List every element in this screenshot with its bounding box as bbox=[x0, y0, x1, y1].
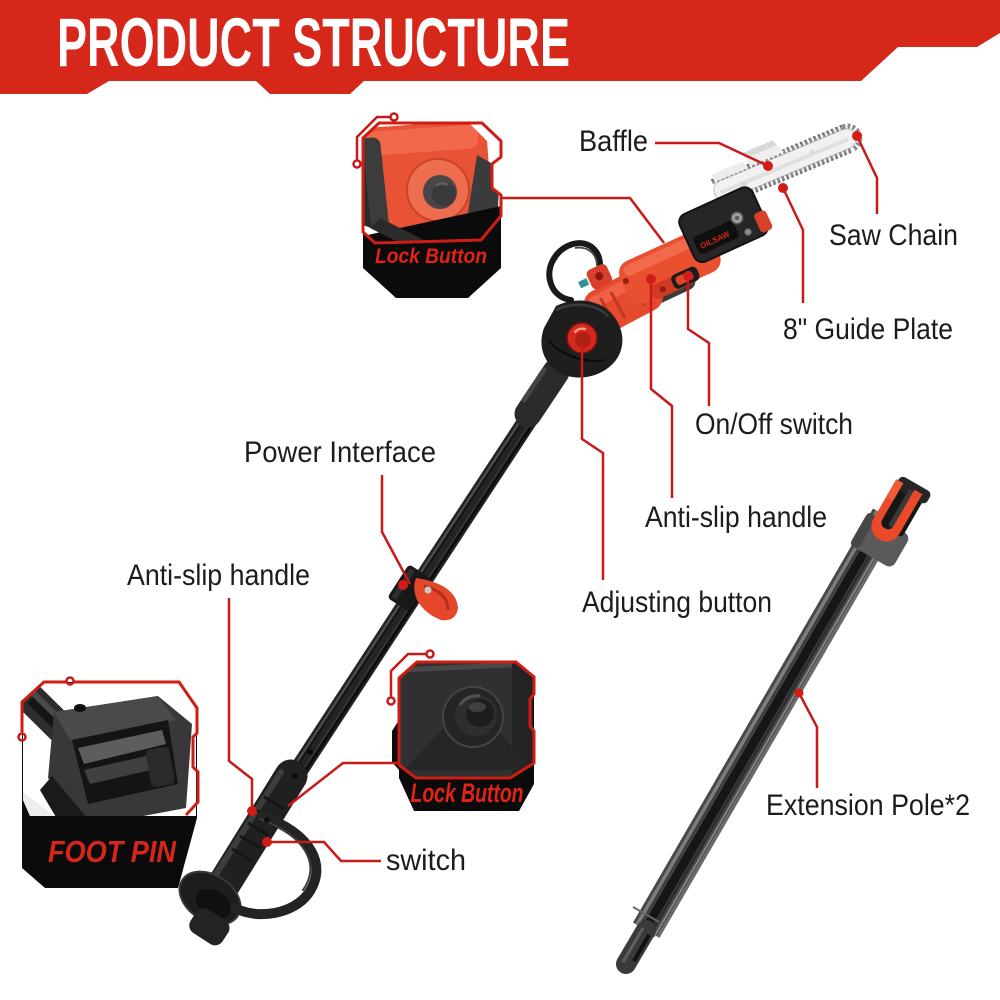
svg-text:Saw Chain: Saw Chain bbox=[829, 219, 958, 252]
svg-text:PRODUCT STRUCTURE: PRODUCT STRUCTURE bbox=[57, 4, 570, 81]
svg-text:Extension Pole*2: Extension Pole*2 bbox=[766, 789, 970, 822]
svg-text:Lock Button: Lock Button bbox=[375, 245, 487, 268]
svg-text:Adjusting button: Adjusting button bbox=[582, 586, 772, 619]
svg-text:switch: switch bbox=[386, 844, 466, 877]
svg-text:Power Interface: Power Interface bbox=[244, 436, 436, 469]
svg-text:Lock Button: Lock Button bbox=[411, 778, 524, 808]
svg-text:Baffle: Baffle bbox=[579, 125, 648, 158]
svg-text:8" Guide Plate: 8" Guide Plate bbox=[783, 313, 953, 346]
svg-text:Anti-slip handle: Anti-slip handle bbox=[127, 559, 310, 592]
svg-text:FOOT PIN: FOOT PIN bbox=[48, 834, 177, 869]
svg-text:Anti-slip handle: Anti-slip handle bbox=[645, 501, 827, 534]
svg-text:On/Off switch: On/Off switch bbox=[695, 408, 853, 441]
